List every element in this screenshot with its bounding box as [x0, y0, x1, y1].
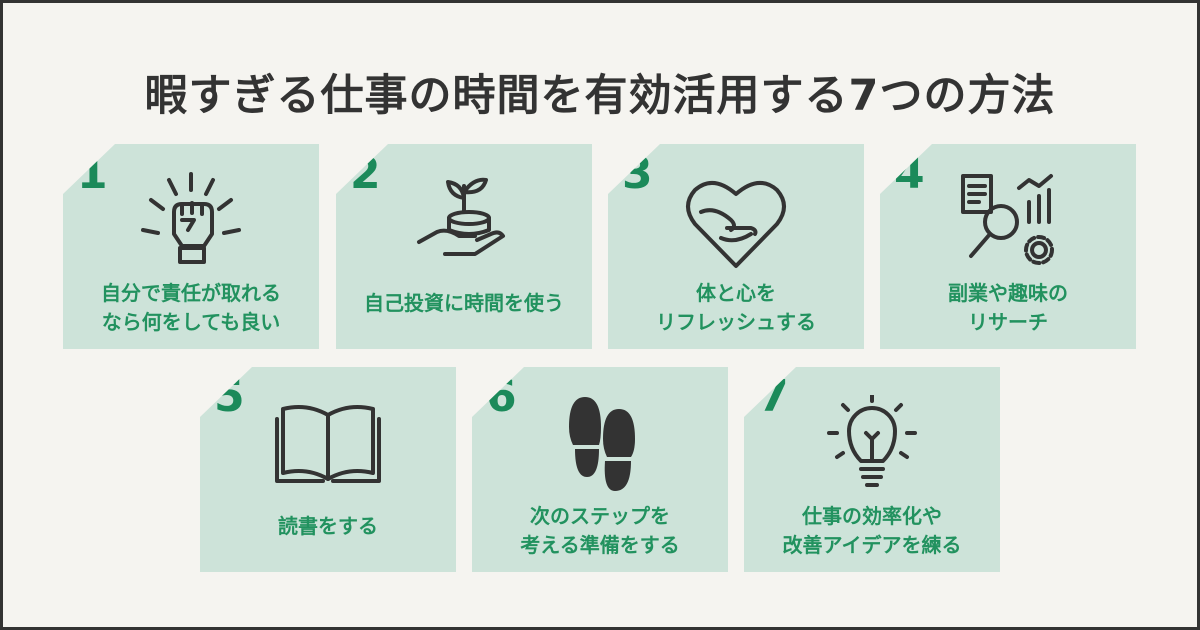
- method-card-5: 5 読書をする: [200, 367, 456, 572]
- page-title: 暇すぎる仕事の時間を有効活用する7つの方法: [144, 71, 1056, 121]
- method-card-2: 2 自己投資に時間を使う: [336, 144, 592, 349]
- card-label-line-1: 自分で責任が取れる: [101, 281, 281, 305]
- card-label-line-2: 考える準備をする: [520, 533, 680, 557]
- plant-coins-hand-icon: [409, 172, 519, 272]
- lightbulb-icon: [817, 393, 927, 495]
- card-label: 副業や趣味の リサーチ: [880, 279, 1136, 337]
- card-label-line-1: 仕事の効率化や: [802, 504, 942, 528]
- heart-hands-icon: [681, 172, 791, 272]
- research-icon: [953, 172, 1063, 272]
- card-label: 仕事の効率化や 改善アイデアを練る: [744, 502, 1000, 560]
- method-card-3: 3 体と心を リフレッシュする: [608, 144, 864, 349]
- method-card-7: 7 仕事の効率化や 改善アイデアを練る: [744, 367, 1000, 572]
- method-card-4: 4 副業や趣味の リサーチ: [880, 144, 1136, 349]
- card-label-line-2: なら何をしても良い: [101, 310, 281, 334]
- card-label-line-1: 体と心を: [696, 281, 776, 305]
- card-label-line-2: リフレッシュする: [656, 310, 816, 334]
- method-card-1: 1 自分で責任が取れる なら何をしても良い: [63, 144, 319, 349]
- card-label-line-1: 読書をする: [278, 514, 378, 538]
- card-label: 自分で責任が取れる なら何をしても良い: [63, 279, 319, 337]
- card-label: 体と心を リフレッシュする: [608, 279, 864, 337]
- footprints-icon: [545, 395, 655, 495]
- card-label: 自己投資に時間を使う: [336, 289, 592, 318]
- book-icon: [273, 395, 383, 495]
- card-label: 読書をする: [200, 512, 456, 541]
- fist-icon: [136, 172, 246, 272]
- card-label-line-2: リサーチ: [968, 310, 1048, 334]
- card-label-line-2: 改善アイデアを練る: [782, 533, 962, 557]
- card-label-line-1: 副業や趣味の: [948, 281, 1068, 305]
- card-label-line-1: 自己投資に時間を使う: [364, 291, 564, 315]
- card-label-line-1: 次のステップを: [530, 504, 670, 528]
- method-card-6: 6 次のステップを 考える準備をする: [472, 367, 728, 572]
- card-label: 次のステップを 考える準備をする: [472, 502, 728, 560]
